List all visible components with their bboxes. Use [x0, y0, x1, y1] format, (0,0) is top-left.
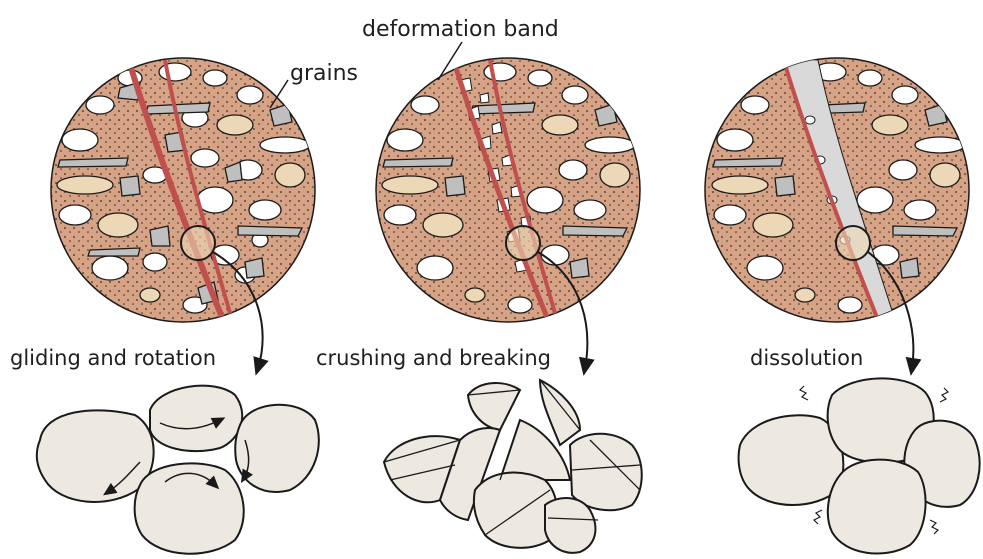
- sample-circle-gliding: [40, 50, 330, 368]
- detail-crushing-breaking: [384, 380, 642, 553]
- sample-circle-dissolution: [700, 50, 983, 368]
- deformation-band-label: deformation band: [362, 17, 559, 42]
- sample-circle-crushing: [370, 50, 660, 368]
- detail-gliding-rotation: [37, 386, 319, 554]
- crushing-breaking-label: crushing and breaking: [316, 346, 551, 370]
- grains-label: grains: [290, 61, 358, 86]
- gliding-rotation-label: gliding and rotation: [10, 346, 216, 370]
- dissolution-label: dissolution: [750, 346, 863, 370]
- detail-dissolution: [739, 378, 980, 553]
